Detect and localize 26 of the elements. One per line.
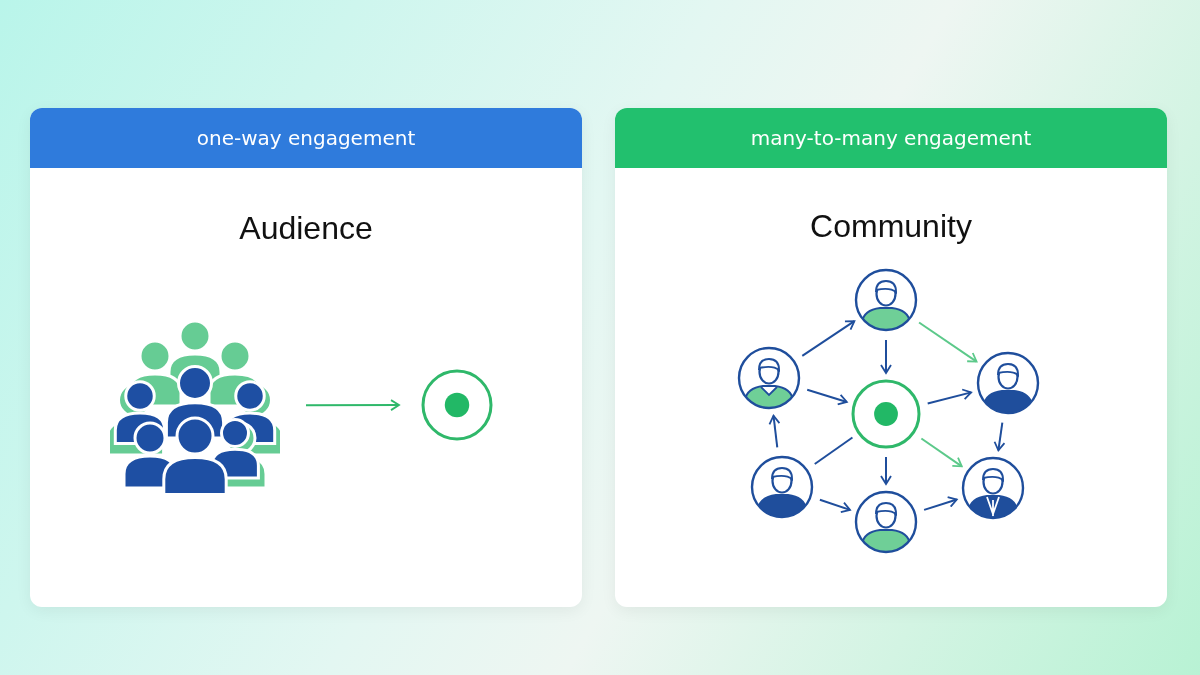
person-avatar-icon	[854, 268, 918, 332]
panel-card	[615, 108, 1167, 607]
arrow	[305, 399, 400, 412]
arrow	[768, 414, 781, 449]
person-avatar-icon	[961, 456, 1025, 520]
arrow	[880, 456, 892, 485]
arrow	[993, 421, 1006, 452]
target-circle	[851, 379, 921, 449]
header-band: many-to-many engagement	[615, 108, 1167, 168]
arrow	[880, 339, 892, 374]
arrow	[918, 321, 978, 363]
panel-title: Audience	[239, 210, 373, 247]
arrow	[806, 388, 848, 406]
header-band: one-way engagement	[30, 108, 582, 168]
person-avatar-icon	[854, 490, 918, 554]
panel-card	[30, 108, 582, 607]
arrow	[920, 437, 963, 468]
arrow	[923, 496, 958, 511]
person-avatar-icon	[737, 346, 801, 410]
arrow	[818, 498, 851, 513]
person-avatar-icon	[976, 351, 1040, 415]
arrow	[926, 388, 973, 405]
panel-title: Community	[810, 208, 972, 245]
person-avatar-icon	[750, 455, 814, 519]
target-circle	[421, 369, 493, 441]
arrow	[801, 320, 856, 357]
